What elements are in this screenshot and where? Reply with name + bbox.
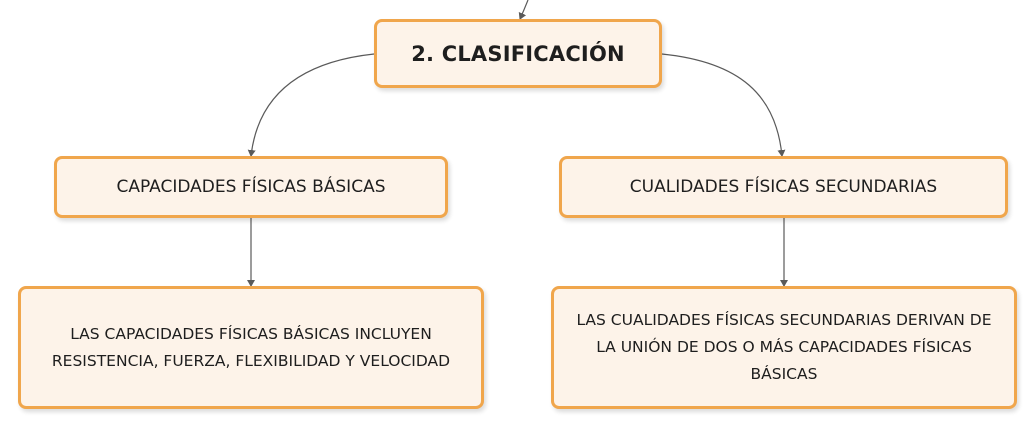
branch-node-cualidades-secundarias[interactable]: CUALIDADES FÍSICAS SECUNDARIAS: [559, 156, 1008, 218]
branch-node-label: CUALIDADES FÍSICAS SECUNDARIAS: [629, 177, 938, 197]
description-text: LAS CAPACIDADES FÍSICAS BÁSICAS INCLUYEN…: [51, 324, 451, 370]
description-node-capacidades-basicas[interactable]: LAS CAPACIDADES FÍSICAS BÁSICAS INCLUYEN…: [18, 286, 484, 409]
root-node[interactable]: 2. CLASIFICACIÓN: [374, 19, 662, 88]
branch-node-capacidades-basicas[interactable]: CAPACIDADES FÍSICAS BÁSICAS: [54, 156, 448, 218]
connector-root-to-right: [661, 53, 786, 157]
incoming-connector: [518, 0, 529, 20]
description-node-cualidades-secundarias[interactable]: LAS CUALIDADES FÍSICAS SECUNDARIAS DERIV…: [551, 286, 1017, 409]
description-text: LAS CUALIDADES FÍSICAS SECUNDARIAS DERIV…: [576, 311, 992, 383]
connector-root-to-left: [247, 53, 375, 157]
root-node-label: 2. CLASIFICACIÓN: [411, 41, 625, 66]
branch-node-label: CAPACIDADES FÍSICAS BÁSICAS: [116, 177, 386, 197]
